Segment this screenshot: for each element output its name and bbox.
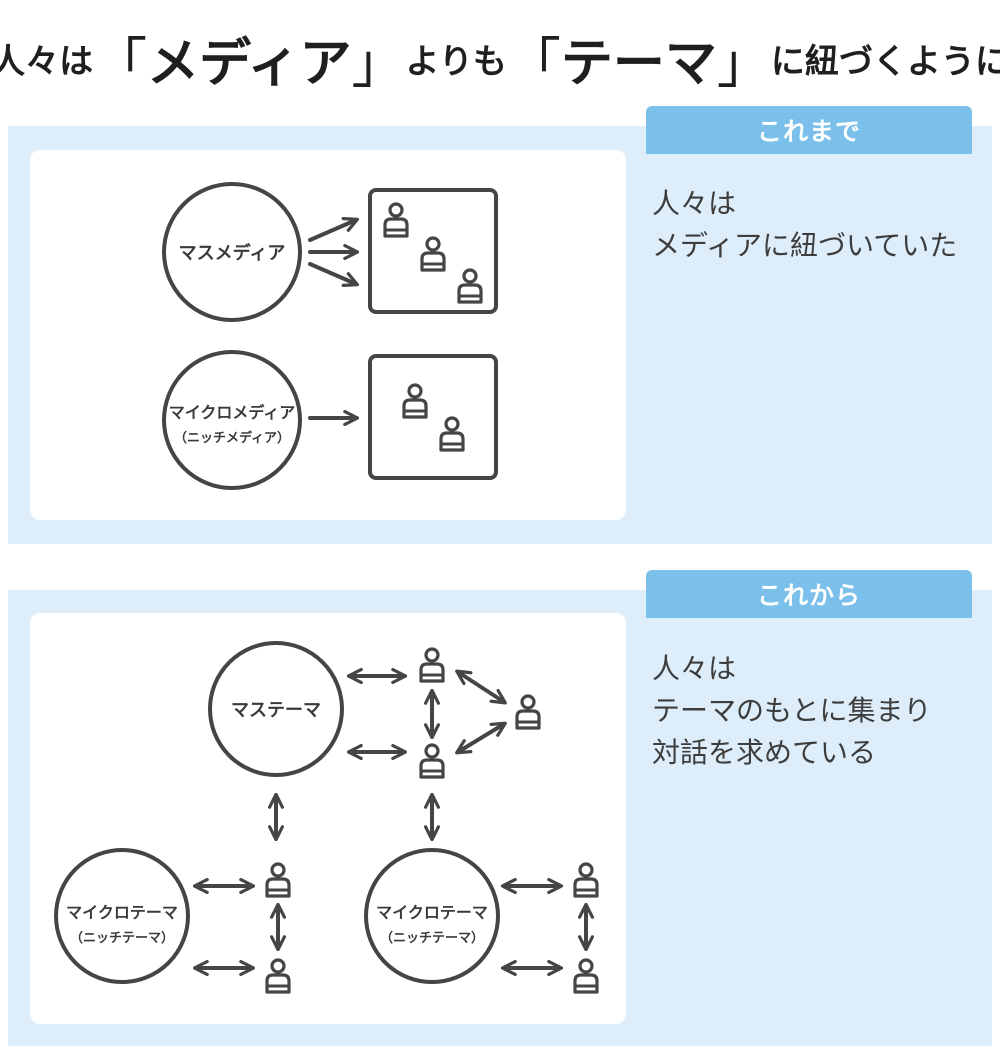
double-arrow-icon bbox=[455, 669, 507, 705]
title-bracket-close-1: 」 bbox=[351, 31, 406, 95]
title-part-3: に紐づくように bbox=[770, 41, 1000, 82]
person-icon bbox=[515, 694, 541, 730]
after-tag: これから bbox=[646, 570, 972, 618]
micro-theme-right-label: マイクロテーマ bbox=[376, 903, 488, 922]
mass-media-audience-box bbox=[368, 188, 498, 314]
micro-theme-left-sublabel: （ニッチテーマ） bbox=[70, 930, 174, 946]
arrow-right-icon bbox=[308, 262, 360, 288]
title-bracket-close-2: 」 bbox=[716, 31, 771, 95]
micro-media-label: マイクロメディア bbox=[169, 403, 296, 422]
person-icon bbox=[419, 743, 445, 779]
after-diagram-card bbox=[30, 613, 626, 1024]
title-theme: テーマ bbox=[560, 33, 717, 94]
micro-theme-right-sublabel: （ニッチテーマ） bbox=[380, 930, 484, 946]
title-media: メディア bbox=[147, 33, 352, 94]
before-description: 人々は メディアに紐づいていた bbox=[652, 183, 957, 267]
before-tag: これまで bbox=[646, 106, 972, 154]
micro-media-circle bbox=[162, 350, 302, 490]
person-icon bbox=[419, 647, 445, 683]
person-icon bbox=[265, 862, 291, 898]
person-icon bbox=[383, 202, 409, 238]
person-icon bbox=[573, 862, 599, 898]
person-icon bbox=[457, 268, 483, 304]
mass-theme-circle bbox=[208, 641, 344, 777]
arrow-right-icon bbox=[308, 216, 360, 242]
micro-media-audience-box bbox=[368, 354, 498, 480]
person-icon bbox=[439, 416, 465, 452]
before-description-line: メディアに紐づいていた bbox=[652, 229, 958, 262]
micro-media-sublabel: （ニッチメディア） bbox=[174, 430, 290, 446]
after-description-line: テーマのもとに集まり bbox=[652, 694, 932, 727]
title-bracket-open-2: 「 bbox=[506, 31, 561, 95]
mass-theme-label: マステーマ bbox=[231, 700, 321, 721]
page-title: 人々は 「 メディア 」 よりも 「 テーマ 」 に紐づくように bbox=[0, 18, 1000, 98]
person-icon bbox=[265, 958, 291, 994]
micro-theme-left-label: マイクロテーマ bbox=[66, 903, 178, 922]
title-part-1: 人々は bbox=[0, 41, 94, 82]
mass-media-label: マスメディア bbox=[179, 242, 286, 264]
person-icon bbox=[573, 958, 599, 994]
person-icon bbox=[402, 383, 428, 419]
title-part-2: よりも bbox=[405, 41, 507, 82]
after-description: 人々は テーマのもとに集まり 対話を求めている bbox=[652, 648, 931, 774]
person-icon bbox=[420, 236, 446, 272]
title-bracket-open-1: 「 bbox=[93, 31, 148, 95]
before-description-line: 人々は bbox=[652, 187, 737, 220]
micro-theme-right-circle bbox=[364, 848, 500, 984]
after-description-line: 対話を求めている bbox=[652, 736, 877, 769]
micro-theme-left-circle bbox=[54, 848, 190, 984]
after-description-line: 人々は bbox=[652, 652, 737, 685]
double-arrow-icon bbox=[455, 721, 507, 755]
before-diagram-card bbox=[30, 150, 626, 520]
mass-media-circle bbox=[162, 182, 302, 322]
